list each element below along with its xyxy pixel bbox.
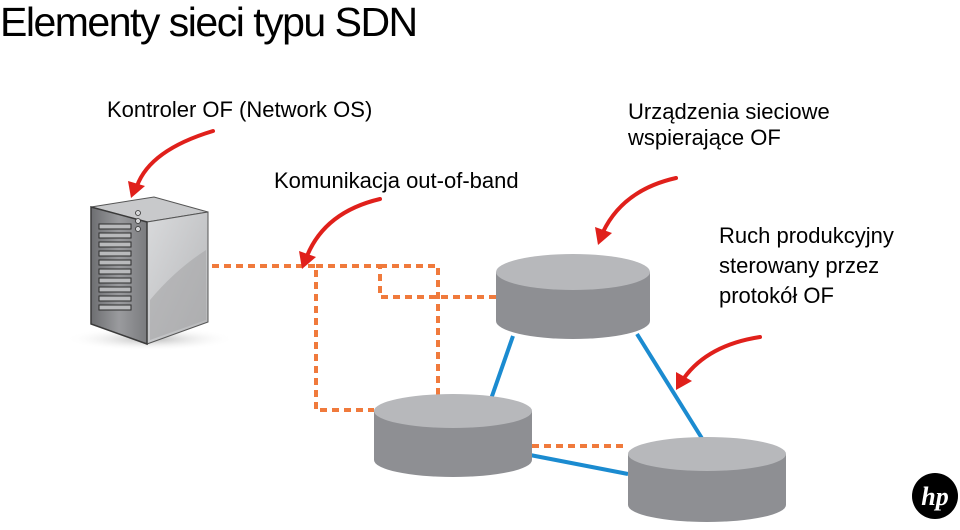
annotation-arrowheads	[128, 181, 692, 390]
control-link-to-bottom-left-switch	[212, 264, 374, 412]
controller-server-icon	[65, 196, 235, 351]
annotation-arrows	[135, 129, 762, 380]
controller-label: Kontroler OF (Network OS)	[107, 97, 373, 122]
data-links	[489, 332, 705, 476]
switch-bottom-right	[628, 437, 786, 522]
traffic-label-line-1: Ruch produkcyjny	[719, 223, 894, 248]
control-link-to-top-switch	[316, 264, 497, 299]
arrowhead-controller	[128, 181, 145, 198]
hp-logo-text: hp	[921, 482, 948, 511]
control-links	[212, 264, 628, 448]
arrow-to-switch	[601, 176, 678, 234]
devices-label: Urządzenia sieciowe wspierające OF	[628, 99, 830, 151]
data-link-top-to-right	[635, 332, 705, 442]
switch-top	[496, 254, 650, 339]
slide-title: Elementy sieci typu SDN	[0, 0, 418, 45]
arrow-to-controller	[135, 129, 215, 188]
devices-label-line-2: wspierające OF	[628, 125, 781, 150]
arrowhead-traffic	[676, 372, 692, 390]
arrow-to-out-of-band	[305, 197, 382, 258]
traffic-label-line-3: protokół OF	[719, 283, 834, 308]
hp-logo-icon: hp	[912, 473, 958, 519]
data-link-top-to-left	[489, 335, 515, 400]
traffic-label: Ruch produkcyjny sterowany przez protokó…	[719, 221, 894, 311]
arrowhead-out-of-band	[299, 251, 316, 269]
switch-bottom-left	[374, 394, 532, 477]
traffic-label-line-2: sterowany przez	[719, 253, 880, 278]
out-of-band-label: Komunikacja out-of-band	[274, 168, 519, 193]
devices-label-line-1: Urządzenia sieciowe	[628, 99, 830, 124]
arrowhead-switch	[595, 227, 612, 245]
data-link-left-to-right	[529, 453, 629, 476]
arrow-to-traffic	[682, 335, 762, 380]
control-link-to-bottom-right-switch	[380, 264, 440, 398]
